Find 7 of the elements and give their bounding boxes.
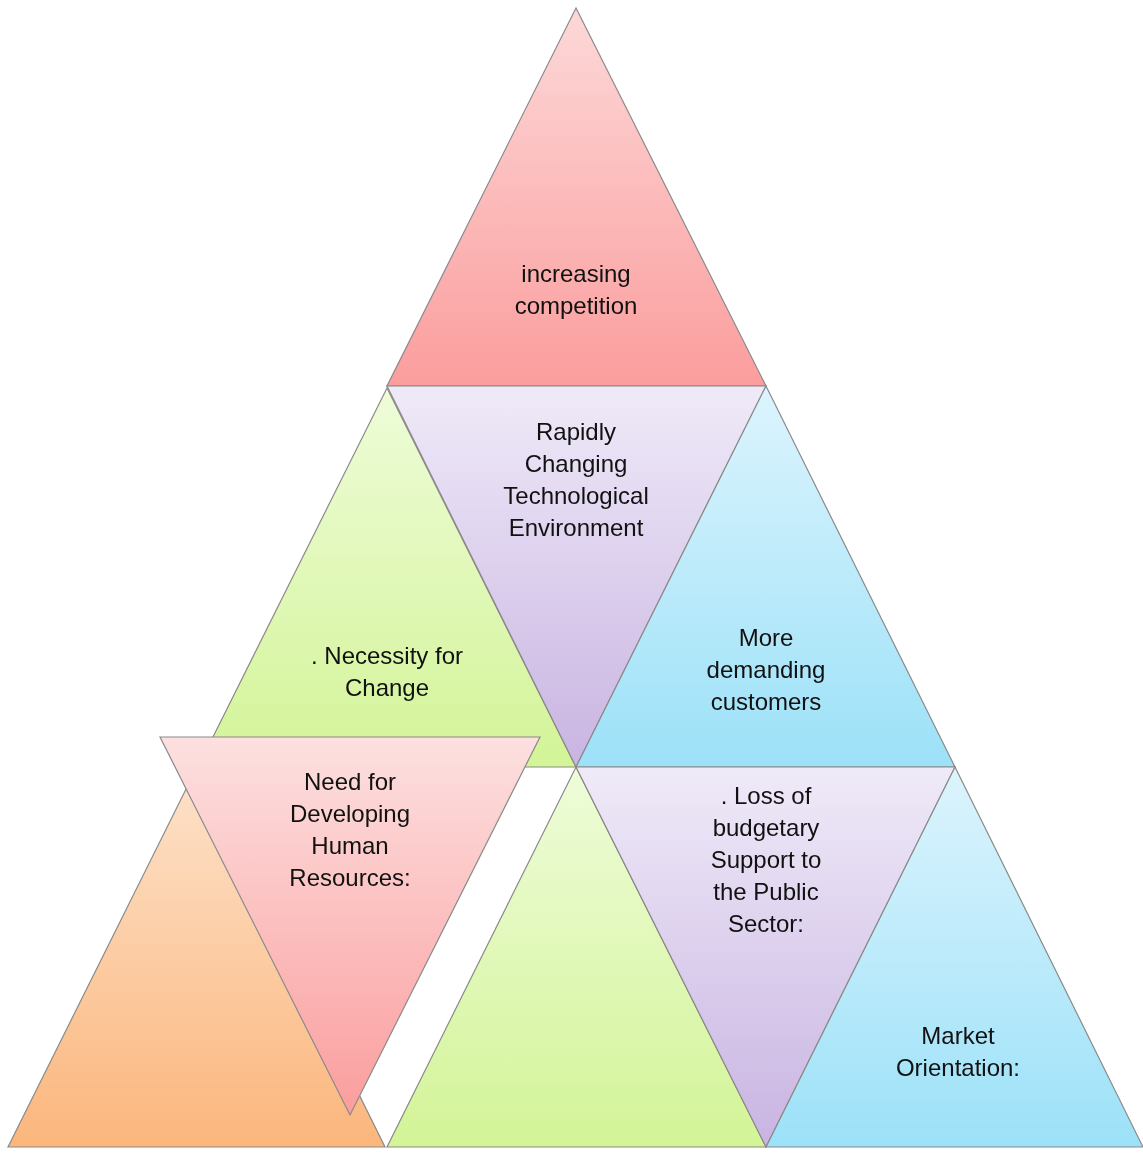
segment-label: Market Orientation:	[894, 1021, 1022, 1083]
segment-label: increasing competition	[513, 259, 639, 321]
segment-label: Rapidly Changing Technological Environment	[502, 417, 650, 543]
segment-label: . Necessity for Change	[309, 641, 464, 703]
segment-label: . Loss of budgetary Support to the Public Sector:	[709, 781, 823, 939]
segment-label: More demanding customers	[705, 623, 827, 717]
segment-label: Need for Developing Human Resources:	[288, 767, 412, 893]
